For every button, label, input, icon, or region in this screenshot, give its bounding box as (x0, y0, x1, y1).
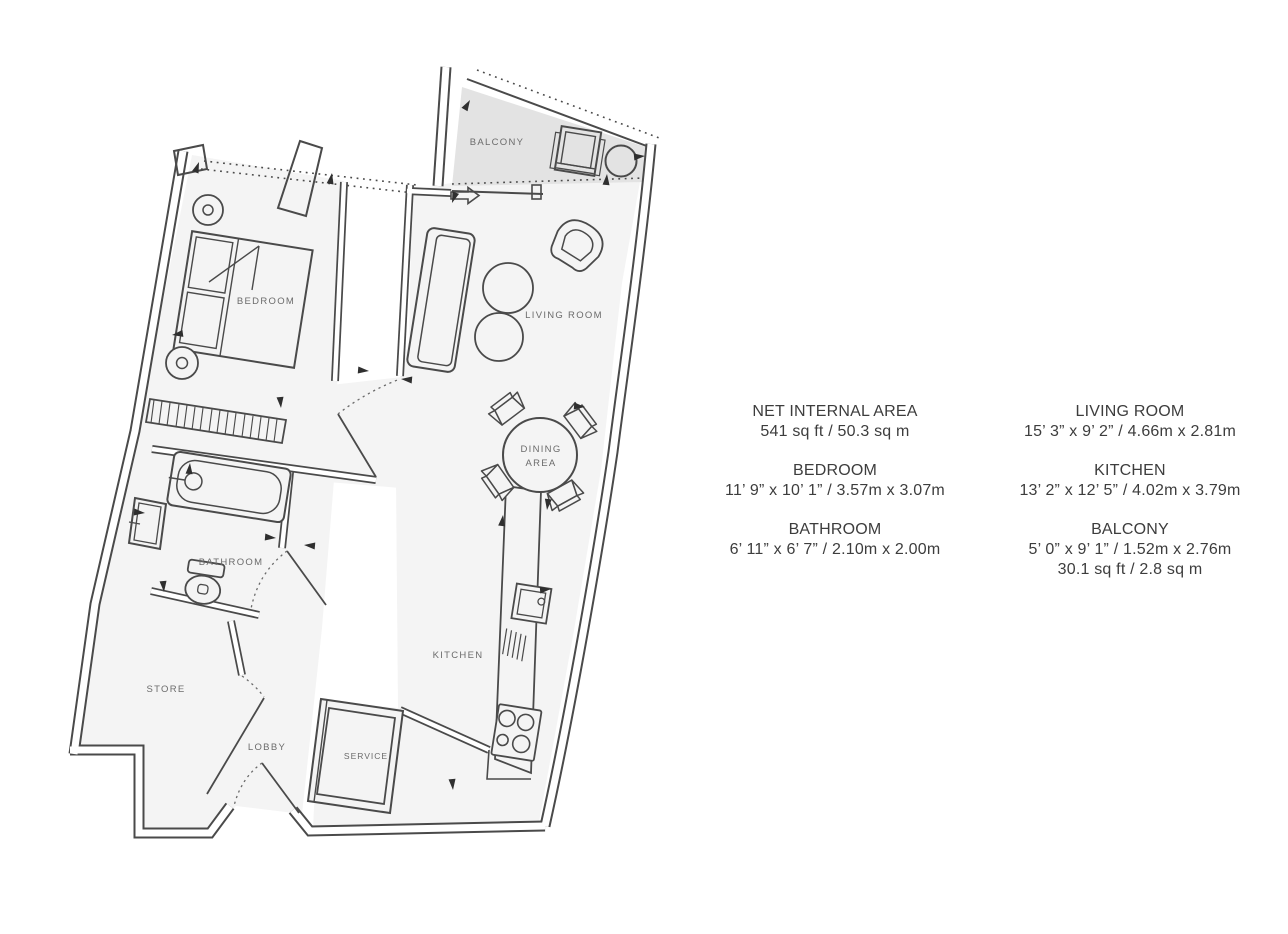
room-label-dining-line2: AREA (525, 458, 556, 469)
room-label-dining-line1: DINING (520, 444, 561, 455)
stat-value: 11’ 9” x 10’ 1” / 3.57m x 3.07m (725, 482, 945, 499)
stat-value: 15’ 3” x 9’ 2” / 4.66m x 2.81m (1023, 423, 1236, 440)
stat-block-living-room: LIVING ROOM 15’ 3” x 9’ 2” / 4.66m x 2.8… (990, 402, 1270, 442)
room-label-living-room: LIVING ROOM (525, 310, 603, 321)
stats-column-right: LIVING ROOM 15’ 3” x 9’ 2” / 4.66m x 2.8… (990, 402, 1270, 599)
room-label-kitchen: KITCHEN (433, 650, 484, 661)
stat-title: NET INTERNAL AREA (752, 403, 918, 420)
stat-title: LIVING ROOM (1075, 403, 1185, 420)
stat-value: 6’ 11” x 6’ 7” / 2.10m x 2.00m (729, 541, 941, 558)
room-label-bedroom: BEDROOM (237, 296, 295, 307)
stats-column-left: NET INTERNAL AREA 541 sq ft / 50.3 sq m … (695, 402, 975, 579)
stat-block-bedroom: BEDROOM 11’ 9” x 10’ 1” / 3.57m x 3.07m (695, 461, 975, 501)
service-room (306, 697, 405, 815)
washbasin (127, 496, 168, 551)
stat-title: BATHROOM (788, 521, 882, 538)
stat-value: 13’ 2” x 12’ 5” / 4.02m x 3.79m (1019, 482, 1241, 499)
sofa (406, 227, 476, 373)
balcony-table (604, 144, 638, 178)
room-label-store: STORE (146, 684, 185, 695)
wardrobe (144, 397, 288, 445)
stat-title: KITCHEN (1094, 462, 1166, 479)
bathtub (166, 450, 292, 524)
stat-block-bathroom: BATHROOM 6’ 11” x 6’ 7” / 2.10m x 2.00m (695, 520, 975, 560)
stat-value: 5’ 0” x 9’ 1” / 1.52m x 2.76m (1028, 541, 1232, 558)
wall-piers (172, 139, 324, 218)
door-swings (206, 378, 401, 814)
kitchen-sink (502, 582, 553, 662)
stat-title: BALCONY (1091, 521, 1169, 538)
room-label-lobby: LOBBY (248, 742, 286, 753)
coffee-tables (474, 262, 534, 362)
stat-value: 541 sq ft / 50.3 sq m (760, 423, 910, 440)
stat-block-kitchen: KITCHEN 13’ 2” x 12’ 5” / 4.02m x 3.79m (990, 461, 1270, 501)
room-label-bathroom: BATHROOM (199, 557, 264, 568)
bed (172, 230, 314, 369)
stat-value: 30.1 sq ft / 2.8 sq m (1057, 561, 1203, 578)
room-label-service: SERVICE (344, 751, 388, 761)
bedside-tables (165, 194, 224, 380)
balcony-chair (549, 124, 606, 178)
armchair (550, 219, 604, 272)
stat-block-balcony: BALCONY 5’ 0” x 9’ 1” / 1.52m x 2.76m 30… (990, 520, 1270, 580)
toilet (184, 558, 226, 605)
stat-title: BEDROOM (792, 462, 878, 479)
stat-block-net-internal-area: NET INTERNAL AREA 541 sq ft / 50.3 sq m (695, 402, 975, 442)
kitchen-hob (490, 703, 543, 762)
dining-table (502, 417, 578, 493)
sliding-door-handle (531, 184, 542, 200)
room-label-balcony: BALCONY (470, 137, 525, 148)
